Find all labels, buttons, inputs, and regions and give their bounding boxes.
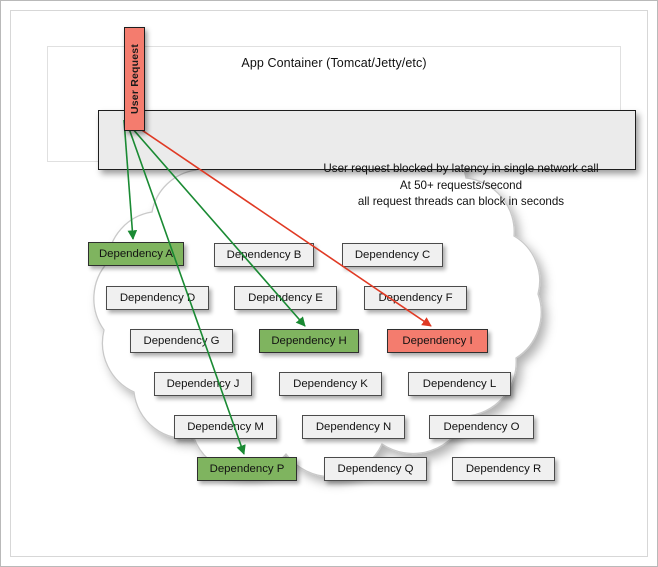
dependency-label: Dependency F	[378, 292, 453, 304]
dependency-box[interactable]: Dependency G	[130, 329, 233, 353]
dependency-label: Dependency N	[315, 421, 392, 433]
dependency-label: Dependency C	[354, 249, 431, 261]
dependency-label: Dependency R	[465, 463, 542, 475]
dependency-label: Dependency A	[98, 248, 174, 260]
dependency-box[interactable]: Dependency O	[429, 415, 534, 439]
dependency-label: Dependency L	[422, 378, 497, 390]
dependency-label: Dependency E	[248, 292, 323, 304]
annotation-line-1: User request blocked by latency in singl…	[323, 162, 599, 175]
dependency-box[interactable]: Dependency L	[408, 372, 511, 396]
dependency-label: Dependency I	[402, 335, 473, 347]
dependency-box[interactable]: Dependency C	[342, 243, 443, 267]
dependency-box[interactable]: Dependency E	[234, 286, 337, 310]
dependency-label: Dependency J	[166, 378, 240, 390]
dependency-box[interactable]: Dependency P	[197, 457, 297, 481]
dependency-box[interactable]: Dependency Q	[324, 457, 427, 481]
dependency-box[interactable]: Dependency N	[302, 415, 405, 439]
dependency-label: Dependency D	[119, 292, 196, 304]
user-request-box[interactable]: User Request	[124, 27, 145, 131]
dependency-box[interactable]: Dependency H	[259, 329, 359, 353]
dependency-box[interactable]: Dependency A	[88, 242, 184, 266]
app-container-title: App Container (Tomcat/Jetty/etc)	[241, 56, 427, 70]
dependency-label: Dependency G	[143, 335, 220, 347]
dependency-box[interactable]: Dependency K	[279, 372, 382, 396]
dependency-label: Dependency H	[271, 335, 347, 347]
dependency-box[interactable]: Dependency J	[154, 372, 252, 396]
dependency-box[interactable]: Dependency B	[214, 243, 314, 267]
dependency-label: Dependency K	[293, 378, 368, 390]
dependency-label: Dependency O	[443, 421, 520, 433]
dependency-box[interactable]: Dependency R	[452, 457, 555, 481]
dependency-box[interactable]: Dependency M	[174, 415, 277, 439]
dependency-label: Dependency P	[209, 463, 285, 475]
user-request-label: User Request	[128, 43, 141, 115]
annotation-line-2: At 50+ requests/second	[399, 178, 523, 192]
dependency-label: Dependency M	[187, 421, 264, 433]
diagram-inner-frame: App Container (Tomcat/Jetty/etc) User Re…	[10, 10, 648, 557]
dependency-label: Dependency B	[226, 249, 302, 261]
annotation-line-3: all request threads can block in seconds	[357, 195, 565, 208]
dependency-label: Dependency Q	[337, 463, 414, 475]
annotation-block: User request blocked by latency in singl…	[266, 161, 656, 211]
dependency-box[interactable]: Dependency F	[364, 286, 467, 310]
dependency-box[interactable]: Dependency D	[106, 286, 209, 310]
dependency-box[interactable]: Dependency I	[387, 329, 488, 353]
